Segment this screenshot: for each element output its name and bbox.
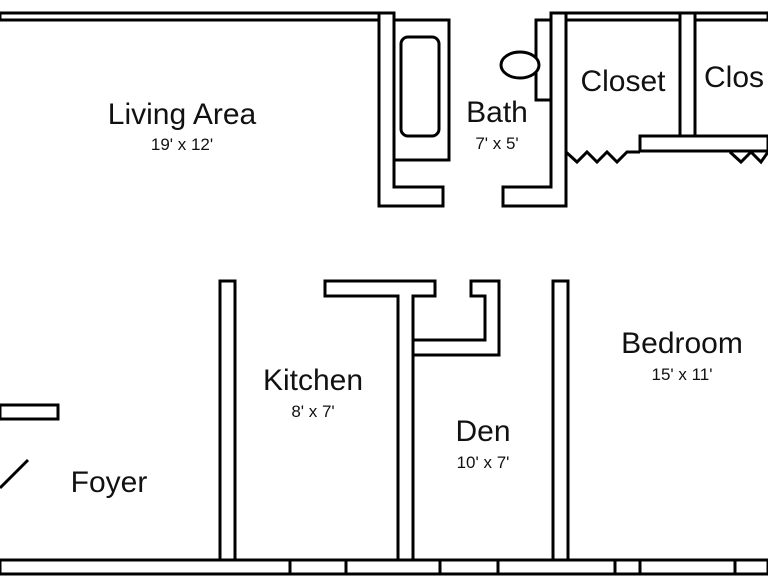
label-foyer: Foyer (71, 466, 148, 499)
closet-bifold-door-2 (728, 149, 768, 165)
foyer-door-swing (0, 458, 30, 490)
wall-bedroom-left (551, 279, 570, 562)
wall-den-closet (411, 279, 501, 357)
label-den: Den (455, 415, 510, 448)
wall-bath-left (377, 11, 445, 208)
wall-top (0, 11, 383, 22)
wall-kitchen-den (323, 279, 437, 562)
wall-kitchen-left (218, 279, 237, 562)
closet-bifold-door-1 (564, 149, 640, 165)
label-kitchen: Kitchen (263, 364, 363, 397)
dims-kitchen: 8' x 7' (291, 402, 334, 421)
wall-top-right (549, 11, 768, 22)
dims-den: 10' x 7' (457, 453, 510, 472)
wall-closet-bottom (638, 134, 768, 153)
wall-closet-divider (678, 11, 697, 140)
wall-bottom (0, 558, 768, 576)
label-closet-1: Closet (580, 65, 666, 98)
label-closet-2: Clos (704, 61, 764, 94)
wall-foyer-stub (0, 403, 60, 421)
dims-living-area: 19' x 12' (151, 135, 213, 154)
wall-bath-right (501, 11, 568, 208)
label-bath: Bath (466, 96, 528, 129)
dims-bath: 7' x 5' (475, 134, 518, 153)
bathtub-basin-icon (399, 35, 441, 138)
toilet-tank (534, 18, 553, 102)
dims-bedroom: 15' x 11' (652, 365, 713, 384)
toilet-bowl-icon (499, 50, 541, 80)
label-living-area: Living Area (108, 98, 257, 131)
label-bedroom: Bedroom (621, 327, 743, 360)
